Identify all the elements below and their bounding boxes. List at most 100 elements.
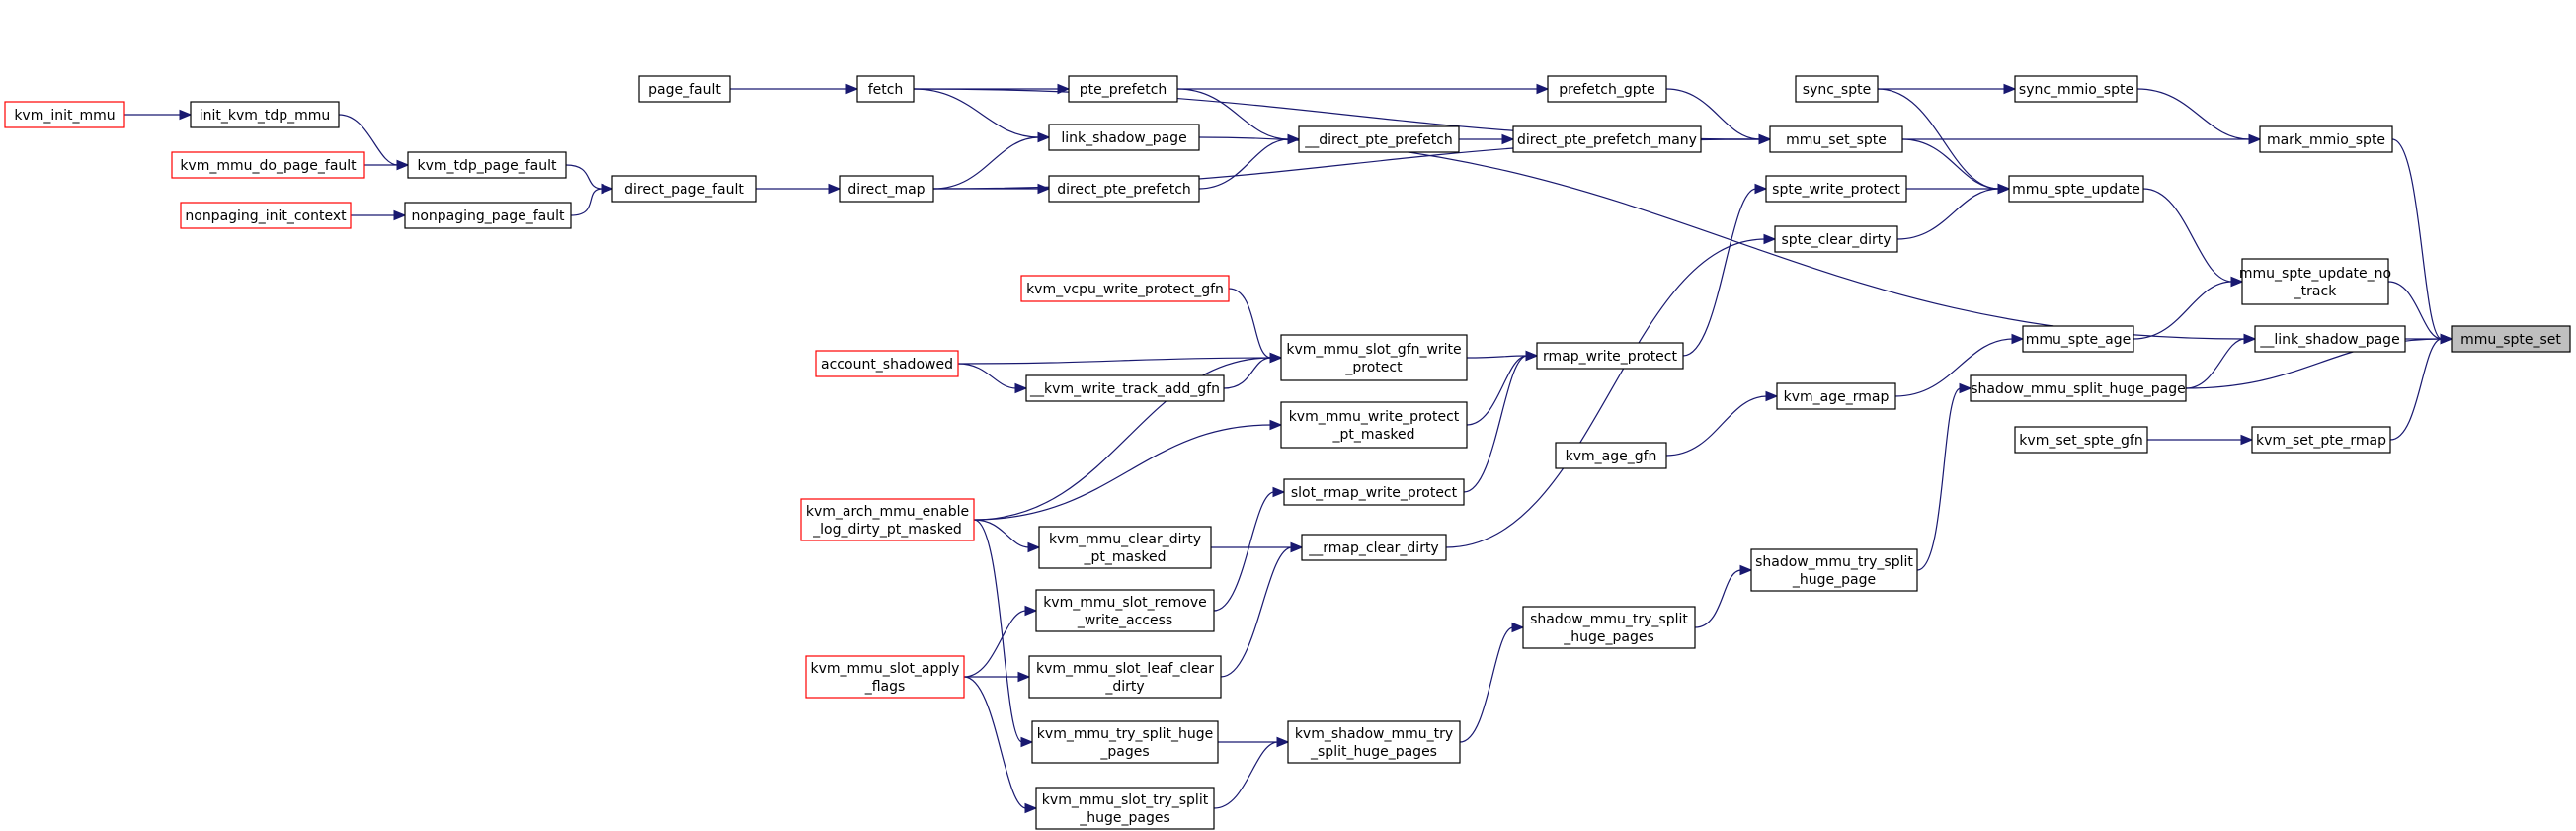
node-label: spte_clear_dirty [1781,232,1891,248]
node-kvm-mmu-try-split-huge-pages[interactable]: kvm_mmu_try_split_huge_pages [1031,720,1219,764]
edge-link-shadow-page-to-link-shadow-page [1198,136,2257,345]
node-label: _huge_pages [1079,810,1170,826]
node-spte-clear-dirty[interactable]: spte_clear_dirty [1774,225,1898,253]
node-kvm-shadow-mmu-try-split-huge-pages[interactable]: kvm_shadow_mmu_try_split_huge_pages [1287,720,1461,764]
node-account-shadowed[interactable]: account_shadowed [815,350,959,377]
node-label: _huge_page [1792,572,1876,588]
edge-mark-mmio-spte-to-mmu-spte-set [2391,138,2454,345]
node-shadow-mmu-try-split-huge-pages[interactable]: shadow_mmu_try_split_huge_pages [1522,606,1696,649]
node-label: kvm_age_gfn [1566,449,1657,464]
node-link-shadow-page[interactable]: __link_shadow_page [2254,325,2406,353]
edge-kvm-mmu-slot-apply-flags-to-kvm-mmu-slot-remove-write-access [963,605,1038,678]
node-kvm-mmu-do-page-fault[interactable]: kvm_mmu_do_page_fault [171,151,365,179]
node-label: fetch [868,82,904,98]
node-label: _dirty [1104,679,1144,695]
edge-nonpaging-page-fault-to-direct-page-fault [570,183,614,216]
node-kvm-set-spte-gfn[interactable]: kvm_set_spte_gfn [2014,426,2148,454]
node-mmu-spte-update[interactable]: mmu_spte_update [2008,175,2144,203]
node-shadow-mmu-split-huge-page[interactable]: shadow_mmu_split_huge_page [1970,374,2187,402]
edge-kvm-arch-mmu-enable-log-dirty-pt-masked-to-kvm-mmu-try-split-huge-pages [973,519,1034,748]
edge-direct-page-fault-to-direct-map [756,183,842,195]
node-label: direct_map [847,182,925,198]
node-direct-pte-prefetch[interactable]: __direct_pte_prefetch [1298,125,1460,153]
node-kvm-set-pte-rmap[interactable]: kvm_set_pte_rmap [2251,426,2391,454]
node-slot-rmap-write-protect[interactable]: slot_rmap_write_protect [1283,478,1465,506]
edge-mmu-spte-update-to-mmu-spte-update-no-track [2142,188,2244,288]
node-rmap-clear-dirty[interactable]: __rmap_clear_dirty [1301,534,1447,561]
edge-mmu-set-spte-to-mmu-spte-update [1901,138,2011,195]
node-kvm-arch-mmu-enable-log-dirty-pt-masked[interactable]: kvm_arch_mmu_enable_log_dirty_pt_masked [800,498,975,541]
node-label: _pt_masked [1084,549,1167,565]
node-label: _log_dirty_pt_masked [812,522,962,538]
node-mark-mmio-spte[interactable]: mark_mmio_spte [2259,125,2393,153]
node-nonpaging-page-fault[interactable]: nonpaging_page_fault [404,202,572,229]
node-label: kvm_mmu_try_split_huge [1037,726,1213,742]
node-mmu-set-spte[interactable]: mmu_set_spte [1769,125,1903,153]
edge-page-fault-to-fetch [730,83,859,95]
node-sync-mmio-spte[interactable]: sync_mmio_spte [2014,75,2138,103]
node-sync-spte[interactable]: sync_spte [1795,75,1879,103]
node-label: shadow_mmu_try_split [1530,612,1688,627]
node-label: _protect [1344,360,1403,375]
edge-kvm-mmu-slot-leaf-clear-dirty-to-rmap-clear-dirty [1220,541,1304,678]
node-kvm-mmu-write-protect-pt-masked[interactable]: kvm_mmu_write_protect_pt_masked [1280,401,1468,449]
node-kvm-age-gfn[interactable]: kvm_age_gfn [1555,442,1667,469]
node-fetch[interactable]: fetch [856,75,915,103]
edge-kvm-shadow-mmu-try-split-huge-pages-to-shadow-mmu-try-split-huge-pages [1459,622,1525,743]
node-label: kvm_mmu_slot_remove [1043,595,1207,611]
node-rmap-write-protect[interactable]: rmap_write_protect [1536,342,1684,370]
node-kvm-mmu-slot-remove-write-access[interactable]: kvm_mmu_slot_remove_write_access [1035,589,1215,632]
node-direct-page-fault[interactable]: direct_page_fault [611,175,757,203]
node-direct-map[interactable]: direct_map [839,175,934,203]
node-mmu-spte-update-no-track[interactable]: mmu_spte_update_no_track [2239,258,2391,305]
edge-kvm-mmu-clear-dirty-pt-masked-to-rmap-clear-dirty [1211,541,1304,553]
node-shadow-mmu-try-split-huge-page[interactable]: shadow_mmu_try_split_huge_page [1750,548,1918,592]
edge-nonpaging-init-context-to-nonpaging-page-fault [351,209,407,221]
edge-sync-spte-to-sync-mmio-spte [1878,83,2017,95]
node-label: __direct_pte_prefetch [1304,132,1453,148]
node-pte-prefetch[interactable]: pte_prefetch [1068,75,1178,103]
node-kvm-mmu-slot-apply-flags[interactable]: kvm_mmu_slot_apply_flags [805,655,965,699]
node-label: kvm_mmu_slot_try_split [1042,792,1209,808]
edge-kvm-age-rmap-to-mmu-spte-age [1894,333,2025,397]
node-label: rmap_write_protect [1543,349,1678,365]
node-label: __rmap_clear_dirty [1308,540,1438,556]
node-label: _flags [864,679,906,695]
node-label: mmu_spte_age [2026,332,2132,348]
node-mmu-spte-set[interactable]: mmu_spte_set [2451,325,2571,353]
node-label: kvm_age_rmap [1784,389,1890,405]
node-kvm-init-mmu[interactable]: kvm_init_mmu [4,101,125,128]
node-nonpaging-init-context[interactable]: nonpaging_init_context [180,202,352,229]
edge-fetch-to-link-shadow-page [913,88,1051,143]
node-init-kvm-tdp-mmu[interactable]: init_kvm_tdp_mmu [190,101,340,128]
node-kvm-age-rmap[interactable]: kvm_age_rmap [1776,382,1896,410]
node-kvm-mmu-slot-try-split-huge-pages[interactable]: kvm_mmu_slot_try_split _huge_pages [1035,787,1215,830]
node-kvm-mmu-slot-gfn-write-protect[interactable]: kvm_mmu_slot_gfn_write_protect [1280,334,1468,381]
node-label: nonpaging_page_fault [411,208,565,224]
edge-shadow-mmu-try-split-huge-page-to-shadow-mmu-split-huge-page [1916,382,1972,571]
node-page-fault[interactable]: page_fault [638,75,731,103]
node-mmu-spte-age[interactable]: mmu_spte_age [2022,325,2134,353]
edge-sync-mmio-spte-to-mark-mmio-spte [2136,88,2262,145]
node-label: shadow_mmu_split_huge_page [1971,381,2185,397]
node-label: kvm_mmu_slot_leaf_clear [1036,661,1214,677]
node-prefetch-gpte[interactable]: prefetch_gpte [1547,75,1667,103]
node-spte-write-protect[interactable]: spte_write_protect [1765,175,1907,203]
node-direct-pte-prefetch-many[interactable]: direct_pte_prefetch_many [1512,125,1702,153]
node-label: kvm_vcpu_write_protect_gfn [1026,282,1224,297]
node-link-shadow-page[interactable]: link_shadow_page [1048,124,1200,151]
edge-kvm-arch-mmu-enable-log-dirty-pt-masked-to-kvm-mmu-slot-gfn-write-protect [973,352,1283,521]
node-label: nonpaging_init_context [185,208,347,224]
node-kvm-tdp-page-fault[interactable]: kvm_tdp_page_fault [407,151,567,179]
node-kvm-mmu-clear-dirty-pt-masked[interactable]: kvm_mmu_clear_dirty_pt_masked [1038,526,1212,569]
node-layer: kvm_init_mmu init_kvm_tdp_mmu kvm_mmu_do_p… [4,75,2571,830]
edge-mmu-set-spte-to-mark-mmio-spte [1902,133,2262,145]
node-label: kvm_mmu_write_protect [1289,409,1460,425]
node-kvm-write-track-add-gfn[interactable]: __kvm_write_track_add_gfn [1025,374,1225,402]
node-direct-pte-prefetch[interactable]: direct_pte_prefetch [1048,175,1200,203]
node-label: direct_pte_prefetch [1057,182,1191,198]
node-kvm-mmu-slot-leaf-clear-dirty[interactable]: kvm_mmu_slot_leaf_clear _dirty [1028,655,1222,699]
node-label: page_fault [648,82,721,98]
node-kvm-vcpu-write-protect-gfn[interactable]: kvm_vcpu_write_protect_gfn [1020,275,1230,302]
edge-pte-prefetch-to-prefetch-gpte [1177,83,1550,95]
